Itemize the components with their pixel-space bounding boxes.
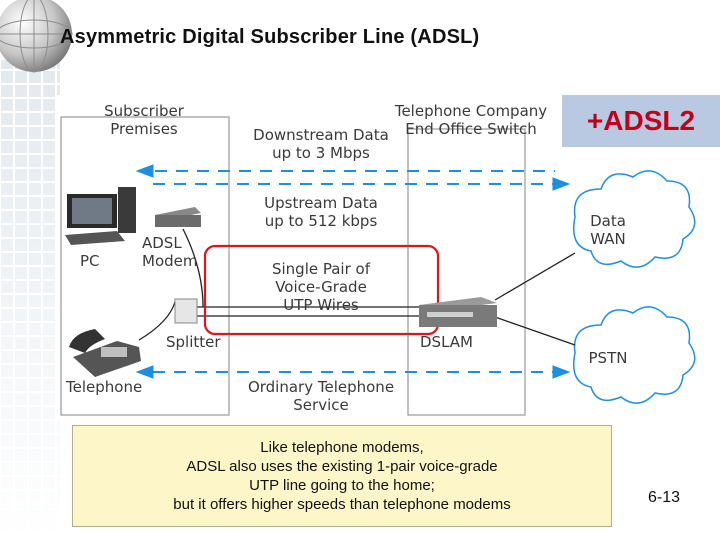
label-adsl-modem: ADSL Modem	[142, 234, 198, 270]
label-upstream: Upstream Data up to 512 kbps	[264, 194, 378, 230]
page-number: 6-13	[647, 489, 681, 506]
label-single-pair: Single Pair of Voice-Grade UTP Wires	[271, 260, 370, 314]
caption-box: Like telephone modems, ADSL also uses th…	[72, 425, 612, 527]
telephone-service-arrow	[135, 365, 571, 379]
dslam-icon	[419, 297, 497, 327]
label-pstn: PSTN	[588, 349, 628, 367]
telephone-icon	[69, 329, 141, 377]
pc-icon	[65, 187, 136, 245]
label-splitter: Splitter	[166, 333, 221, 351]
data-wan-cloud	[573, 170, 696, 268]
label-telephone: Telephone	[66, 378, 143, 396]
caption-line: UTP line going to the home;	[249, 477, 435, 494]
label-data-wan: Data WAN	[590, 212, 626, 248]
splitter-icon	[174, 298, 198, 324]
globe-icon	[0, 0, 73, 73]
label-downstream: Downstream Data up to 3 Mbps	[253, 126, 389, 162]
label-subscriber-premises: Subscriber Premises	[104, 102, 184, 138]
adsl-modem-icon	[155, 207, 201, 227]
caption-line: ADSL also uses the existing 1-pair voice…	[186, 458, 498, 475]
label-dslam: DSLAM	[420, 333, 473, 351]
adsl-diagram	[55, 95, 720, 420]
utp-wires	[138, 228, 576, 346]
label-ordinary-service: Ordinary Telephone Service	[247, 378, 395, 414]
slide-title: Asymmetric Digital Subscriber Line (ADSL…	[60, 26, 480, 48]
upstream-arrow	[153, 177, 571, 191]
adsl2-badge: +ADSL2	[562, 95, 720, 147]
pstn-cloud	[573, 306, 696, 404]
label-telco-switch: Telephone Company End Office Switch	[394, 102, 548, 138]
label-pc: PC	[80, 252, 100, 270]
caption-line: Like telephone modems,	[260, 439, 424, 456]
downstream-arrow	[135, 164, 555, 178]
end-office-box	[407, 128, 526, 416]
single-pair-highlight	[203, 244, 440, 336]
caption-line: but it offers higher speeds than telepho…	[173, 496, 511, 513]
